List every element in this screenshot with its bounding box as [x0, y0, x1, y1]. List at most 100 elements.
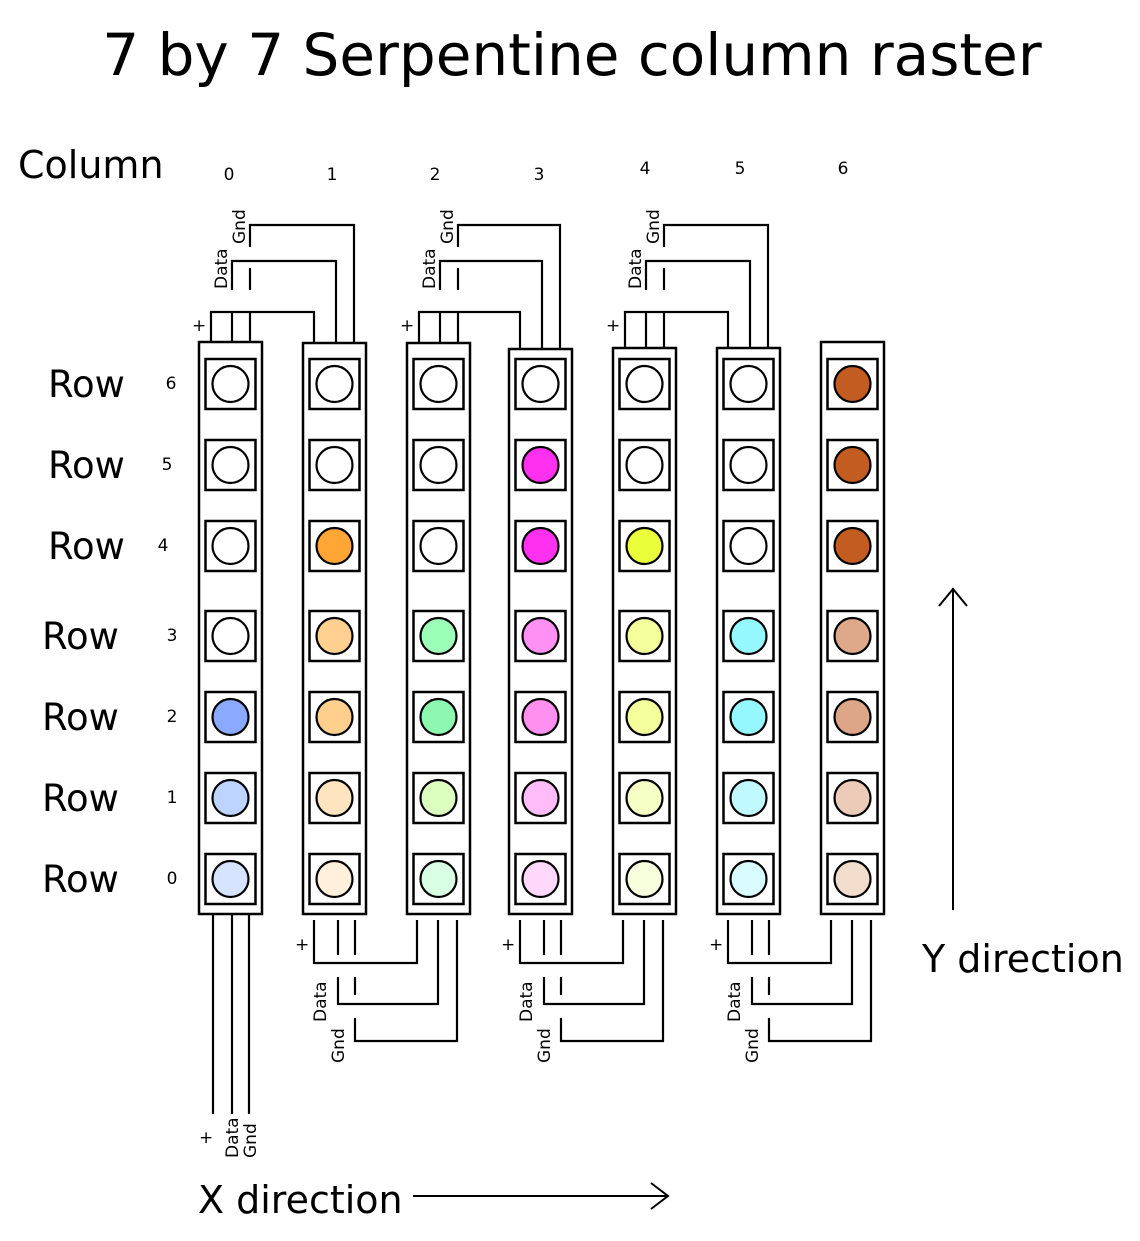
led: [315, 697, 354, 737]
led: [521, 697, 560, 737]
wire-plus: [623, 310, 730, 348]
led: [729, 778, 768, 818]
led: [729, 526, 768, 566]
led: [211, 697, 250, 737]
plus-label: +: [606, 316, 620, 336]
led-strips: [197, 340, 886, 916]
column-number: 2: [430, 165, 441, 185]
gnd-label: Gnd: [535, 1028, 555, 1063]
data-label: Data: [420, 248, 440, 289]
diagram-title: 7 by 7 Serpentine column raster: [102, 21, 1042, 89]
led: [315, 445, 354, 485]
led-strip: [611, 346, 678, 916]
wire-data: [230, 259, 338, 343]
led-strip: [819, 340, 886, 916]
x-direction: X direction: [198, 1178, 670, 1222]
x-direction-arrow-icon: [650, 1182, 670, 1210]
row-number: 4: [158, 536, 169, 556]
led: [625, 859, 664, 899]
led: [419, 526, 458, 566]
led: [419, 364, 458, 404]
led-strip: [301, 341, 368, 916]
led: [315, 364, 354, 404]
led: [521, 616, 560, 656]
plus-label: +: [400, 316, 414, 336]
led: [833, 616, 872, 656]
row-label: Row: [42, 777, 119, 820]
led: [729, 859, 768, 899]
row-label: Row: [42, 858, 119, 901]
gnd-label: Gnd: [644, 209, 664, 244]
wire-gnd: [353, 920, 459, 1043]
led-strip: [405, 341, 472, 916]
wire-gnd: [456, 223, 562, 349]
row-number: 0: [167, 869, 178, 889]
wire-data: [438, 259, 544, 349]
led: [625, 697, 664, 737]
column-number: 0: [224, 165, 235, 185]
y-direction-label: Y direction: [921, 937, 1124, 981]
gnd-label: Gnd: [743, 1028, 763, 1063]
wire-plus: [312, 920, 419, 965]
led: [211, 859, 250, 899]
led: [521, 445, 560, 485]
row-label: Row: [48, 363, 125, 406]
led: [315, 859, 354, 899]
gnd-label: Gnd: [230, 209, 250, 244]
led: [625, 364, 664, 404]
row-number: 3: [167, 626, 178, 646]
led: [521, 778, 560, 818]
led: [315, 526, 354, 566]
row-number: 1: [167, 788, 178, 808]
row-number: 6: [166, 374, 177, 394]
led: [833, 445, 872, 485]
row-number: 2: [167, 707, 178, 727]
data-label: Data: [725, 981, 745, 1022]
x-direction-label: X direction: [198, 1178, 403, 1222]
column-heading: Column: [18, 143, 164, 187]
led: [729, 364, 768, 404]
led: [521, 364, 560, 404]
wire-plus: [518, 920, 625, 965]
gnd-label: Gnd: [329, 1028, 349, 1063]
plus-label: +: [295, 935, 309, 955]
y-direction-arrow-icon: [938, 587, 968, 607]
wire-gnd: [767, 920, 873, 1043]
led: [625, 526, 664, 566]
row-label: Row: [48, 444, 125, 487]
led: [729, 697, 768, 737]
led: [315, 778, 354, 818]
led-strip: [507, 347, 574, 916]
led: [211, 526, 250, 566]
wire-data: [644, 259, 752, 348]
input-plus-label: +: [199, 1128, 213, 1148]
led: [211, 364, 250, 404]
led: [521, 526, 560, 566]
led: [315, 616, 354, 656]
led: [833, 778, 872, 818]
led: [625, 616, 664, 656]
row-label: Row: [42, 615, 119, 658]
wiring: +DataGnd+DataGnd+DataGnd+DataGnd+DataGnd…: [192, 209, 873, 1158]
plus-label: +: [709, 935, 723, 955]
wire-data: [336, 920, 440, 1006]
led: [833, 526, 872, 566]
gnd-label: Gnd: [438, 209, 458, 244]
data-label: Data: [517, 981, 537, 1022]
y-direction: Y direction: [921, 587, 1124, 981]
row-number: 5: [162, 455, 173, 475]
led: [211, 445, 250, 485]
input-data-label: Data: [223, 1117, 243, 1158]
led: [625, 445, 664, 485]
led: [833, 364, 872, 404]
wire-data: [542, 920, 646, 1006]
column-number: 1: [327, 165, 338, 185]
led-strip: [197, 340, 264, 916]
wire-gnd: [248, 223, 356, 343]
wire-data: [750, 920, 854, 1006]
column-number: 4: [640, 159, 651, 179]
led: [833, 859, 872, 899]
